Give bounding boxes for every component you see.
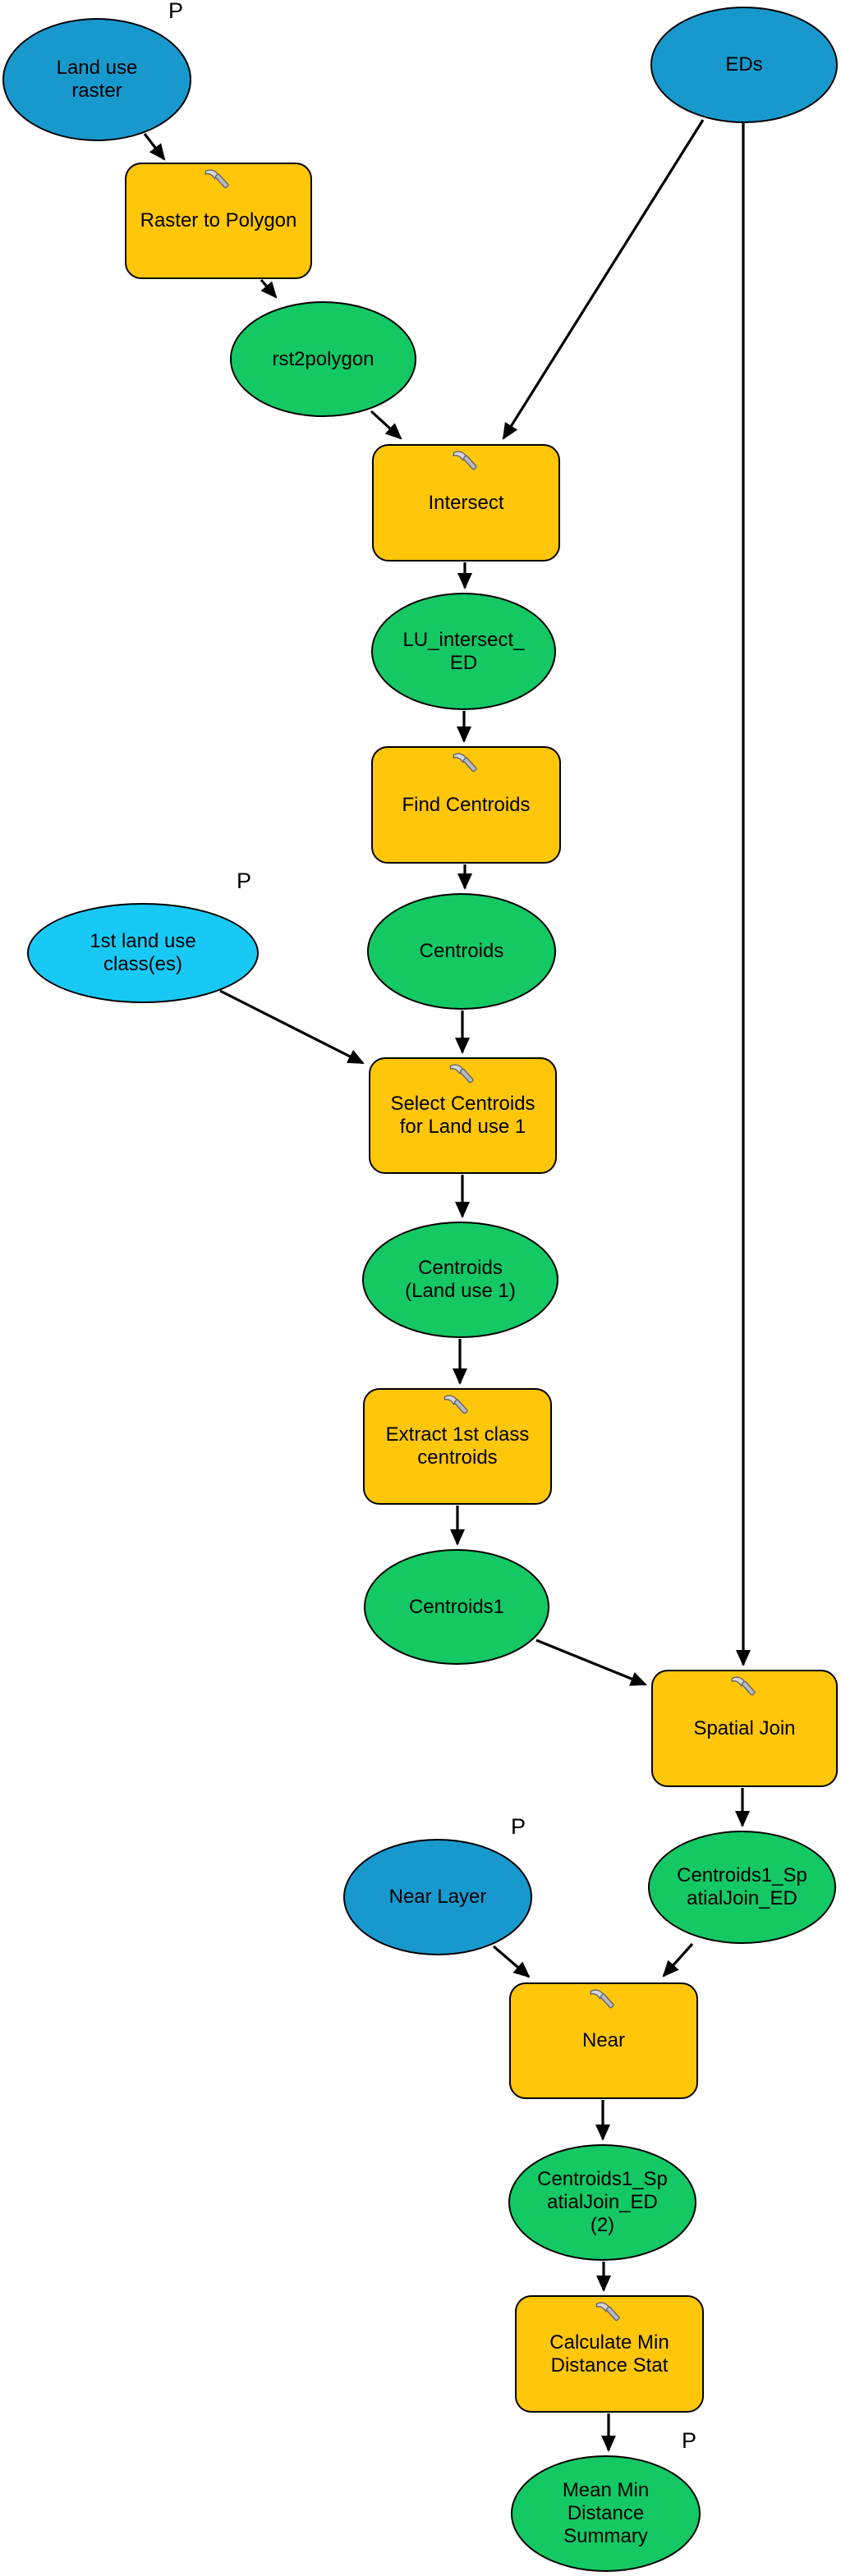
node-land-use-raster[interactable]: Land use raster	[2, 18, 191, 141]
connector-landuseraster-rastertopolygon	[143, 133, 166, 161]
node-label: Calculate Min Distance Stat	[549, 2331, 669, 2377]
connector-landuseclasses-selectcentroids	[219, 989, 365, 1065]
parameter-label-near-layer: P	[511, 1814, 526, 1839]
node-mean-min-distance-summary[interactable]: Mean Min Distance Summary	[511, 2455, 701, 2572]
node-lu-intersect-ed[interactable]: LU_intersect_ED	[371, 593, 556, 710]
node-eds[interactable]: EDs	[650, 7, 838, 123]
hammer-icon	[590, 1989, 614, 2009]
connector-eds-intersect	[502, 119, 705, 440]
node-label: Spatial Join	[693, 1717, 796, 1739]
connector-nearlayer-near	[492, 1945, 531, 1978]
node-raster-to-polygon[interactable]: Raster to Polygon	[125, 163, 312, 279]
node-centroids[interactable]: Centroids	[367, 893, 556, 1010]
node-near-layer[interactable]: Near Layer	[343, 1839, 532, 1955]
hammer-icon	[595, 2302, 620, 2322]
hammer-icon	[731, 1676, 756, 1696]
hammer-icon	[205, 169, 229, 189]
node-select-centroids-for-land-use-1[interactable]: Select Centroids for Land use 1	[369, 1057, 557, 1174]
connector-rastertopolygon-rst2polygon	[260, 278, 278, 299]
parameter-label-1st-land-use-classes: P	[237, 869, 252, 893]
node-calculate-min-distance-stat[interactable]: Calculate Min Distance Stat	[515, 2295, 704, 2413]
node-rst2polygon[interactable]: rst2polygon	[230, 301, 416, 417]
node-near[interactable]: Near	[509, 1982, 698, 2099]
hammer-icon	[443, 1395, 468, 1414]
node-centroids1-spatialjoin-ed-2[interactable]: Centroids1_SpatialJoin_ED (2)	[508, 2144, 696, 2261]
node-intersect[interactable]: Intersect	[372, 444, 560, 561]
parameter-label-mean-min-distance-summary: P	[682, 2428, 697, 2453]
node-1st-land-use-classes[interactable]: 1st land use class(es)	[27, 903, 259, 1003]
parameter-label-land-use-raster: P	[168, 0, 184, 23]
node-centroids-land-use-1[interactable]: Centroids (Land use 1)	[362, 1222, 558, 1338]
node-centroids1-spatialjoin-ed[interactable]: Centroids1_SpatialJoin_ED	[648, 1831, 836, 1944]
node-find-centroids[interactable]: Find Centroids	[371, 746, 561, 864]
connector-centroids1-spatialjoin	[535, 1639, 647, 1686]
node-label: Intersect	[428, 491, 504, 514]
hammer-icon	[453, 451, 477, 470]
node-label: Raster to Polygon	[140, 209, 297, 231]
node-spatial-join[interactable]: Spatial Join	[651, 1670, 838, 1787]
node-extract-1st-class-centroids[interactable]: Extract 1st class centroids	[363, 1388, 552, 1505]
node-label: Near	[581, 2029, 626, 2051]
node-label: Find Centroids	[402, 793, 531, 816]
connector-centroids1spatialjoined-near	[662, 1942, 694, 1978]
node-label: Extract 1st class centroids	[385, 1423, 530, 1469]
hammer-icon	[453, 753, 477, 772]
connector-rst2polygon-intersect	[370, 410, 402, 440]
hammer-icon	[449, 1064, 474, 1084]
node-label: Select Centroids for Land use 1	[390, 1093, 535, 1138]
node-centroids1[interactable]: Centroids1	[364, 1549, 549, 1665]
